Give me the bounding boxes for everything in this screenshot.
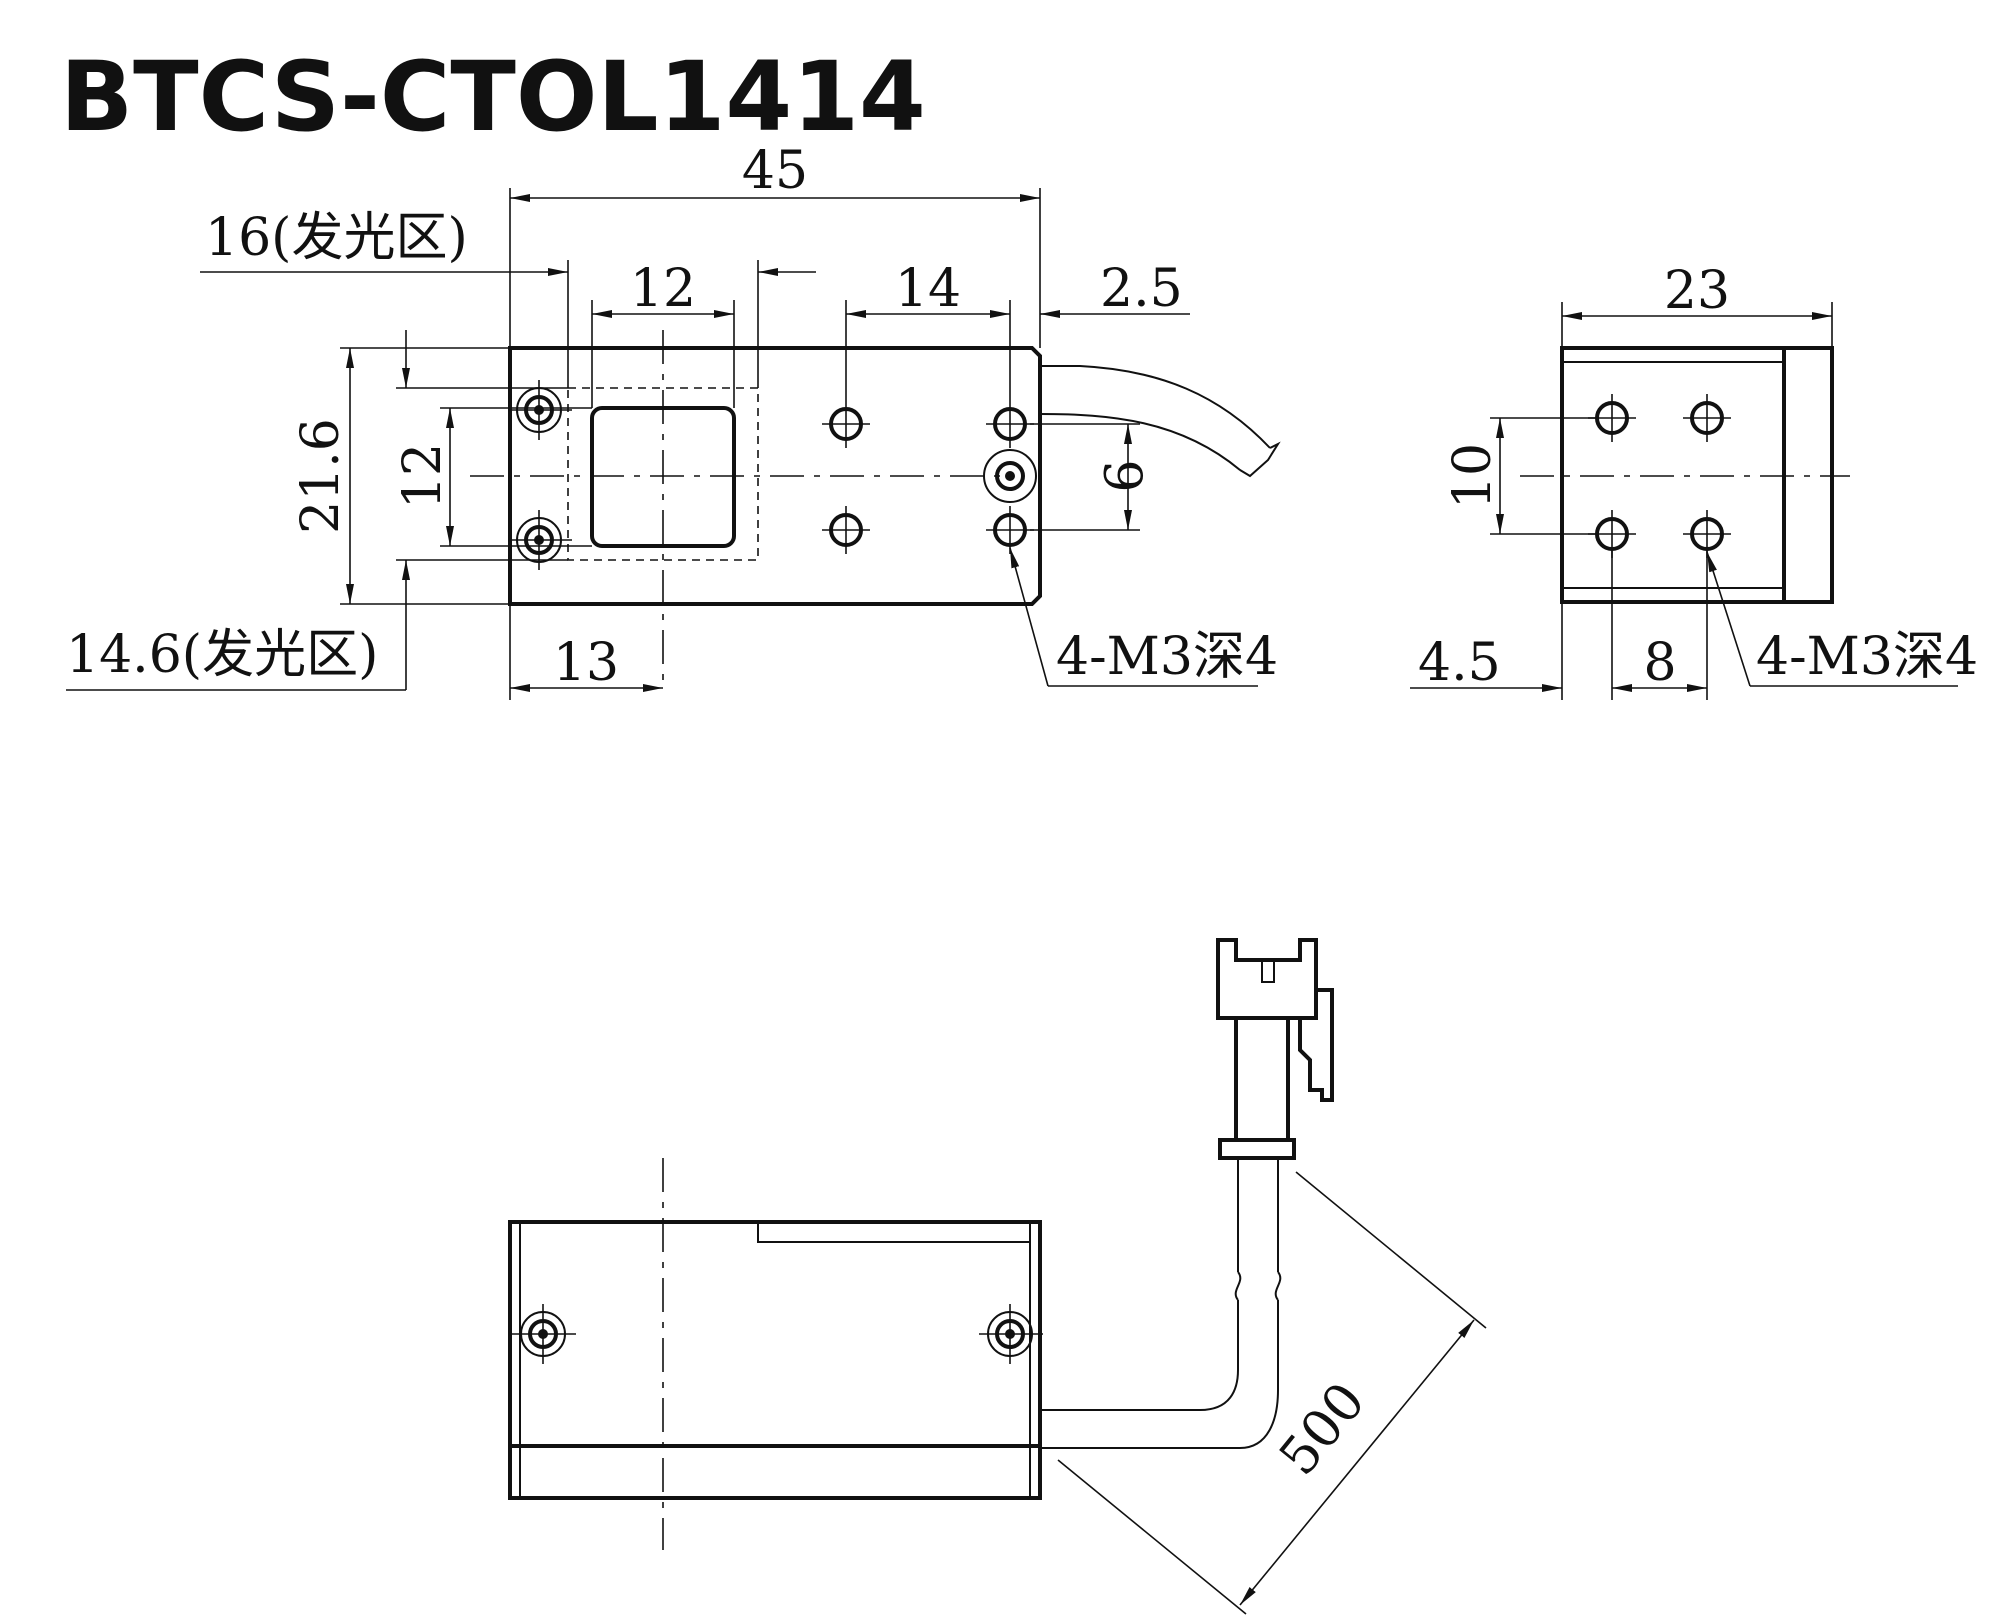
m3-hole-icon: [986, 506, 1034, 554]
dim-hole-vertical: 9: [1091, 459, 1151, 492]
mounting-hole-icon: [508, 510, 572, 570]
dim-window-height: 12: [393, 443, 453, 509]
dim-hole-spacing: 14: [895, 259, 961, 319]
m3-hole-icon: [822, 506, 870, 554]
dim-height: 21.6: [291, 418, 351, 534]
callout-holes: 4-M3深4: [1056, 627, 1278, 687]
connector-icon: [1216, 938, 1334, 1160]
dim-center-offset: 13: [553, 633, 619, 693]
m3-hole-icon: [1683, 394, 1731, 442]
drawing-title: BTCS-CTOL1414: [60, 41, 926, 153]
m3-hole-icon: [822, 400, 870, 448]
side-body-outline: [1560, 346, 1834, 604]
mounting-hole-icon: [512, 1304, 576, 1364]
mounting-hole-icon: [979, 1304, 1043, 1364]
bottom-view: 500: [508, 938, 1487, 1615]
side-dim-edge-offset: 4.5: [1418, 633, 1501, 693]
bottom-cable: [1040, 1300, 1279, 1449]
m3-hole-icon: [986, 400, 1034, 448]
dim-cable-length: 500: [1268, 1372, 1377, 1487]
dim-emitting-width: 16(发光区): [205, 208, 468, 268]
mounting-hole-icon: [508, 380, 572, 440]
side-dim-width: 23: [1664, 261, 1730, 321]
side-dim-hole-spacing: 8: [1643, 633, 1676, 693]
front-view: 45 16(发光区) 12 14 2.5 21.6 12: [66, 141, 1281, 700]
side-callout-holes: 4-M3深4: [1756, 627, 1978, 687]
dim-emitting-height: 14.6(发光区): [66, 625, 378, 685]
dim-window-width: 12: [630, 259, 696, 319]
dim-length: 45: [742, 141, 808, 201]
side-view: 23 10 4.5 8 4-M3深4: [1410, 261, 1978, 700]
cable-gland-icon: [983, 449, 1037, 503]
bottom-body-outline: [508, 1220, 1042, 1500]
cable: [1039, 365, 1281, 478]
side-dim-hole-vertical: 10: [1443, 443, 1503, 509]
emitting-zone: [567, 387, 759, 561]
dim-cable-offset: 2.5: [1100, 259, 1183, 319]
